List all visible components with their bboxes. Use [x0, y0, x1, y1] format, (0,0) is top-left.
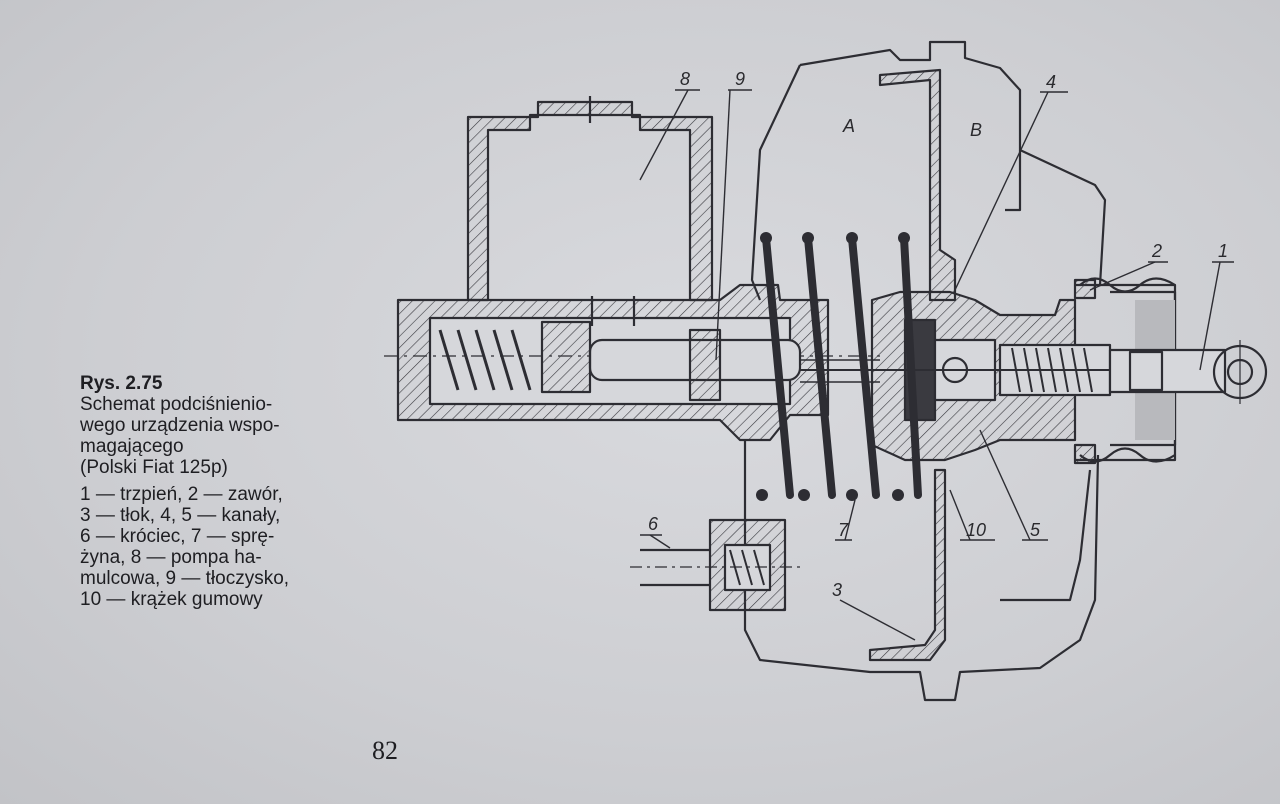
- figure-title: Rys. 2.75: [80, 373, 163, 394]
- legend-line: mulcowa, 9 — tłoczysko,: [80, 568, 290, 589]
- label-7: 7: [838, 520, 849, 540]
- description-line: (Polski Fiat 125p): [80, 457, 228, 478]
- vacuum-port: [630, 518, 800, 612]
- label-2: 2: [1151, 241, 1162, 261]
- legend-line: 6 — króciec, 7 — sprę-: [80, 526, 275, 547]
- label-5: 5: [1030, 520, 1041, 540]
- label-3: 3: [832, 580, 842, 600]
- description-line: magającego: [80, 436, 184, 457]
- label-B: B: [970, 120, 982, 140]
- legend-line: 10 — krążek gumowy: [80, 589, 263, 610]
- return-spring: [762, 234, 922, 499]
- label-6: 6: [648, 514, 659, 534]
- label-9: 9: [735, 69, 745, 89]
- page-number: 82: [372, 736, 398, 765]
- rear-guide: [1075, 283, 1268, 462]
- valve-bellows: [1079, 277, 1176, 293]
- master-cylinder-reservoir: [466, 96, 714, 302]
- label-A: A: [842, 116, 855, 136]
- description-line: wego urządzenia wspo-: [80, 415, 280, 436]
- leader-lines: [639, 89, 1234, 641]
- label-8: 8: [680, 69, 690, 89]
- master-cylinder-body: [384, 283, 880, 442]
- figure-caption: Rys. 2.75 Schemat podciśnienio- wego urz…: [80, 373, 360, 610]
- legend-line: 3 — tłok, 4, 5 — kanały,: [80, 505, 281, 526]
- legend-line: żyna, 8 — pompa ha-: [80, 547, 262, 568]
- label-4: 4: [1046, 72, 1056, 92]
- label-10: 10: [966, 520, 986, 540]
- figure-legend: 1 — trzpień, 2 — zawór, 3 — tłok, 4, 5 —…: [80, 484, 360, 610]
- figure-description: Schemat podciśnienio- wego urządzenia ws…: [80, 394, 360, 478]
- booster-housing: [743, 40, 1107, 702]
- description-line: Schemat podciśnienio-: [80, 394, 273, 415]
- legend-line: 1 — trzpień, 2 — zawór,: [80, 484, 283, 505]
- label-1: 1: [1218, 241, 1228, 261]
